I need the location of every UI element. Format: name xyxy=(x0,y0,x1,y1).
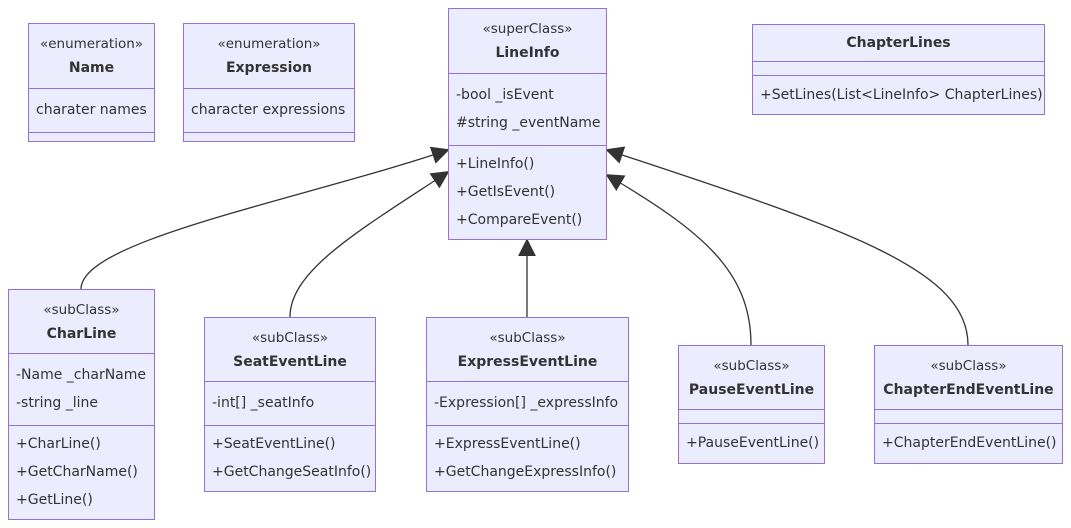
methods-section: +LineInfo() +GetIsEvent() +CompareEvent(… xyxy=(449,145,606,238)
methods-section xyxy=(184,132,354,140)
class-title: LineInfo xyxy=(495,45,560,61)
class-header: «subClass» PauseEventLine xyxy=(679,346,824,409)
attributes-section: -Name _charName -string _line xyxy=(9,353,154,425)
method: +ChapterEndEventLine() xyxy=(882,434,1057,451)
class-pauseeventline: «subClass» PauseEventLine +PauseEventLin… xyxy=(678,345,825,464)
stereotype-label: «subClass» xyxy=(489,329,566,346)
method: +GetCharName() xyxy=(16,463,138,480)
class-header: «subClass» ExpressEventLine xyxy=(427,318,628,381)
class-chapterlines: ChapterLines +SetLines(List<LineInfo> Ch… xyxy=(752,24,1045,115)
class-expresseventline: «subClass» ExpressEventLine -Expression[… xyxy=(426,317,629,492)
attribute: -Expression[] _expressInfo xyxy=(434,395,619,411)
methods-section xyxy=(29,132,154,140)
methods-section: +ChapterEndEventLine() xyxy=(875,423,1062,462)
class-title: ChapterLines xyxy=(846,35,951,51)
class-title: Name xyxy=(68,60,115,76)
attribute: -int[] _seatInfo xyxy=(212,395,315,411)
methods-section: +SeatEventLine() +GetChangeSeatInfo() xyxy=(205,425,375,490)
class-title: PauseEventLine xyxy=(688,381,815,398)
class-header: «enumeration» Name xyxy=(29,24,154,88)
attributes-section xyxy=(875,409,1062,423)
class-title: CharLine xyxy=(46,325,117,342)
method: +SetLines(List<LineInfo> ChapterLines) xyxy=(760,86,1043,103)
method: +ExpressEventLine() xyxy=(434,435,581,452)
method: +GetIsEvent() xyxy=(456,183,556,200)
attributes-section: -int[] _seatInfo xyxy=(205,381,375,425)
method: +PauseEventLine() xyxy=(686,434,820,451)
attributes-section: character expressions xyxy=(184,88,354,132)
class-title: ExpressEventLine xyxy=(457,353,598,370)
attributes-section: charater names xyxy=(29,88,154,132)
method: +GetChangeSeatInfo() xyxy=(212,463,372,480)
method: +LineInfo() xyxy=(456,155,535,172)
methods-section: +PauseEventLine() xyxy=(679,423,824,462)
edge-chapterendeventline-lineinfo xyxy=(605,146,969,346)
stereotype-label: «subClass» xyxy=(930,357,1007,374)
class-name: «enumeration» Name charater names xyxy=(28,23,155,142)
class-expression: «enumeration» Expression character expre… xyxy=(183,23,355,142)
method: +GetLine() xyxy=(16,491,93,508)
method: +GetChangeExpressInfo() xyxy=(434,463,617,480)
class-header: «enumeration» Expression xyxy=(184,24,354,88)
attributes-section: -bool _isEvent #string _eventName xyxy=(449,73,606,145)
attributes-section: -Expression[] _expressInfo xyxy=(427,381,628,425)
class-header: ChapterLines xyxy=(753,25,1044,61)
edge-charline-lineinfo xyxy=(80,146,450,290)
stereotype-label: «subClass» xyxy=(713,357,790,374)
class-chapterendeventline: «subClass» ChapterEndEventLine +ChapterE… xyxy=(874,345,1063,464)
methods-section: +SetLines(List<LineInfo> ChapterLines) xyxy=(753,75,1044,114)
edge-pauseeventline-lineinfo xyxy=(605,174,752,346)
attribute: charater names xyxy=(36,102,147,118)
attribute: -bool _isEvent xyxy=(456,87,554,103)
attributes-section xyxy=(679,409,824,423)
methods-section: +CharLine() +GetCharName() +GetLine() xyxy=(9,425,154,518)
class-charline: «subClass» CharLine -Name _charName -str… xyxy=(8,289,155,520)
class-header: «subClass» SeatEventLine xyxy=(205,318,375,381)
class-title: SeatEventLine xyxy=(233,353,347,370)
attribute: -string _line xyxy=(16,395,98,411)
class-header: «subClass» ChapterEndEventLine xyxy=(875,346,1062,409)
stereotype-label: «subClass» xyxy=(43,301,120,318)
attribute: character expressions xyxy=(191,102,346,118)
attributes-section xyxy=(753,61,1044,75)
stereotype-label: «enumeration» xyxy=(39,36,144,52)
edge-seateventline-lineinfo xyxy=(289,171,450,318)
methods-section: +ExpressEventLine() +GetChangeExpressInf… xyxy=(427,425,628,490)
class-title: Expression xyxy=(225,60,313,76)
method: +CharLine() xyxy=(16,435,101,452)
class-lineinfo: «superClass» LineInfo -bool _isEvent #st… xyxy=(448,8,607,240)
class-header: «subClass» CharLine xyxy=(9,290,154,353)
stereotype-label: «superClass» xyxy=(482,21,573,37)
class-header: «superClass» LineInfo xyxy=(449,9,606,73)
attribute: #string _eventName xyxy=(456,115,601,131)
method: +CompareEvent() xyxy=(456,211,583,228)
method: +SeatEventLine() xyxy=(212,435,336,452)
class-title: ChapterEndEventLine xyxy=(883,381,1054,398)
stereotype-label: «subClass» xyxy=(251,329,329,346)
class-seateventline: «subClass» SeatEventLine -int[] _seatInf… xyxy=(204,317,376,492)
stereotype-label: «enumeration» xyxy=(217,36,321,52)
attribute: -Name _charName xyxy=(16,367,147,383)
